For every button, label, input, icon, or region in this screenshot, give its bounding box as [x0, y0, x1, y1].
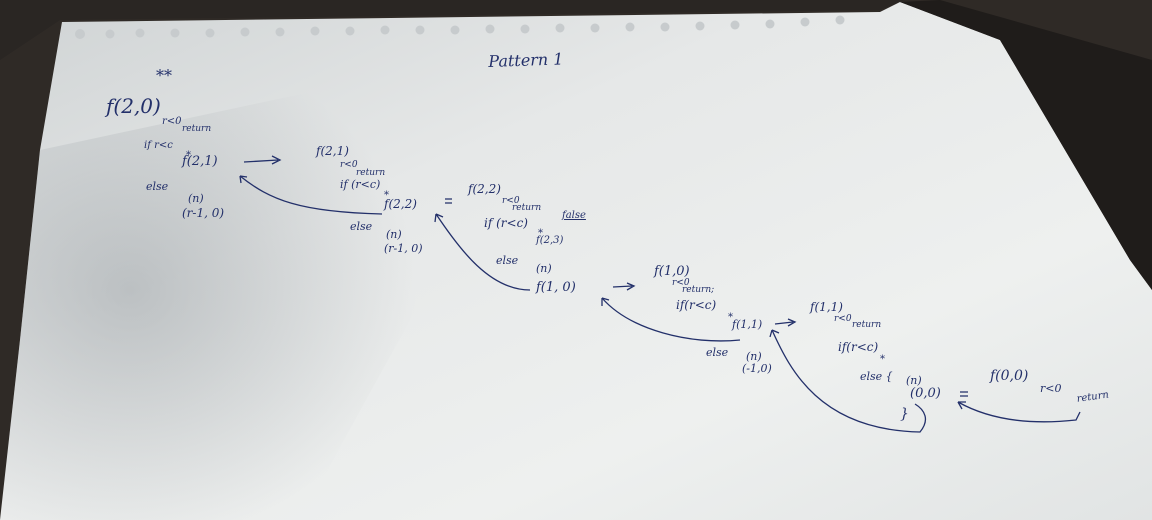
n4-else: else {: [860, 370, 893, 383]
n1-call: f(2,1): [316, 144, 349, 158]
root-rec: (r-1, 0): [182, 206, 225, 220]
n4-call: f(1,1): [810, 300, 843, 314]
stars-mark: **: [156, 66, 172, 85]
n4-if: if(r<c): [838, 340, 879, 354]
n3-n: (n): [746, 350, 762, 363]
n2-false: false: [562, 210, 586, 221]
n2-cond: r<0: [502, 196, 520, 206]
n1-cond: r<0: [340, 160, 358, 170]
root-call2: f(2,1): [182, 154, 218, 169]
n2-if: if (r<c): [484, 216, 528, 230]
root-call: f(2,0): [106, 94, 161, 118]
n2-call2: f(2,3): [536, 235, 564, 246]
n1-n: (n): [386, 228, 402, 241]
n4-brace: }: [900, 406, 909, 422]
n3-call2: f(1,1): [732, 318, 763, 331]
n4-n: (n): [906, 374, 922, 387]
n3-star: *: [728, 312, 733, 323]
punch-holes: [75, 15, 845, 39]
n2-call: f(2,2): [468, 182, 501, 196]
n3-if: if(r<c): [676, 298, 717, 312]
n1-call2: f(2,2): [384, 197, 417, 211]
n1-rec: (r-1, 0): [384, 242, 423, 255]
n2-else: else: [496, 254, 519, 267]
n1-star: *: [384, 190, 389, 201]
n2-n: (n): [536, 262, 552, 275]
n3-return: return;: [682, 285, 715, 295]
recursion-arrows: [239, 155, 1081, 433]
page-title: Pattern 1: [488, 49, 564, 71]
n3-cond: r<0: [672, 278, 690, 288]
n1-if: if (r<c): [340, 178, 381, 191]
n5-cond: r<0: [1040, 382, 1062, 395]
n5-call: f(0,0): [990, 368, 1029, 384]
n4-cond: r<0: [834, 314, 852, 324]
n4-return: return: [852, 320, 882, 330]
n3-else: else: [706, 346, 729, 359]
root-else: else: [146, 180, 169, 193]
n3-rec: (-1,0): [742, 362, 772, 375]
n2-star: *: [538, 228, 543, 239]
root-return: return: [182, 124, 212, 134]
n1-else: else: [350, 220, 373, 233]
n2-return: return: [512, 203, 542, 213]
n4-star: *: [880, 354, 885, 365]
n3-call: f(1,0): [654, 264, 690, 279]
root-star: *: [186, 150, 191, 161]
root-cond: r<0: [162, 116, 182, 127]
root-if: if r<c: [144, 140, 173, 151]
root-n: (n): [188, 192, 204, 205]
n2-rec: f(1, 0): [536, 280, 576, 295]
n1-return: return: [356, 168, 386, 178]
n4-rec: (0,0): [910, 386, 941, 401]
